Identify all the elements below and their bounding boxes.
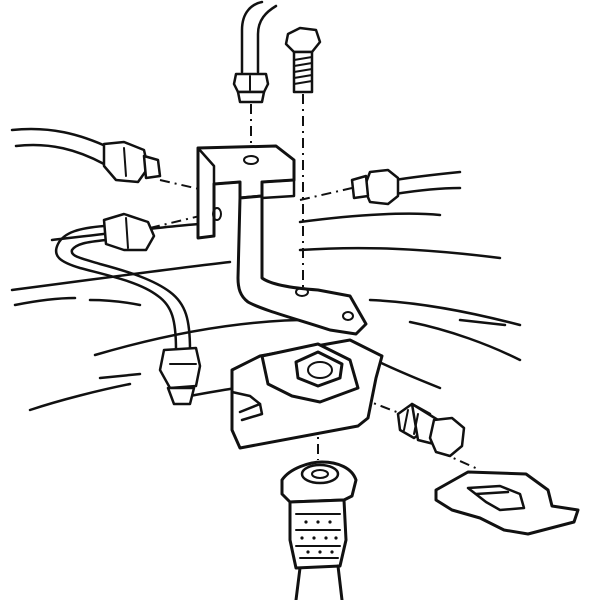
bracket-hole-side bbox=[212, 207, 222, 221]
left-lower-line-nut bbox=[102, 212, 156, 252]
right-brake-line bbox=[350, 168, 462, 206]
bracket-hole-foot bbox=[295, 287, 309, 297]
left-lower-brake-line bbox=[54, 212, 202, 406]
upper-bolt-head bbox=[284, 26, 322, 54]
left-lower-end-fitting bbox=[158, 346, 202, 390]
left-upper-brake-line bbox=[10, 127, 162, 184]
right-line-nut bbox=[362, 168, 400, 206]
lower-bolt-head bbox=[428, 416, 466, 458]
retaining-clip bbox=[434, 470, 580, 536]
upper-mounting-bracket bbox=[196, 144, 368, 336]
upper-brake-line bbox=[232, 0, 278, 104]
flexible-brake-hose bbox=[280, 460, 358, 600]
upper-bolt bbox=[284, 26, 322, 94]
lower-bracket bbox=[230, 338, 384, 450]
hose-texture-dots bbox=[300, 520, 338, 554]
lower-bolt bbox=[396, 402, 466, 458]
bracket-hole-top bbox=[243, 155, 259, 165]
lower-bracket-hex-opening bbox=[294, 350, 344, 388]
